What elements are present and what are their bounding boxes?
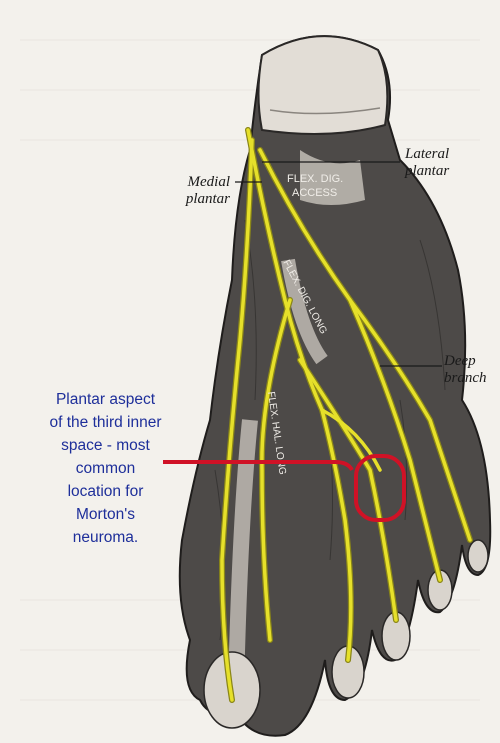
label-flex-dig-access-2: ACCESS	[292, 187, 337, 199]
callout-line: common	[75, 460, 136, 477]
plantar-nerves	[218, 127, 473, 703]
callout-line: neuroma.	[72, 529, 139, 546]
pointer-lines	[235, 161, 442, 367]
callout-line: location for	[67, 483, 144, 500]
label-deep-line2: branch	[444, 370, 487, 386]
nerve-lateral	[258, 148, 472, 542]
label-lateral-plantar: Lateral plantar	[405, 146, 449, 180]
foot-shape	[178, 35, 492, 737]
morton-neuroma-callout: Plantar aspect of the third inner space …	[18, 388, 193, 549]
callout-line: Plantar aspect	[55, 391, 156, 408]
nerve-medial	[220, 138, 254, 702]
label-deep-line1: Deep	[444, 353, 476, 369]
highlight-circle	[354, 454, 406, 522]
label-medial-plantar: Medial plantar	[160, 174, 230, 208]
callout-line: Morton's	[76, 506, 135, 523]
label-medial-line1: Medial	[187, 174, 231, 190]
callout-line: space - most	[61, 437, 150, 454]
label-medial-line2: plantar	[185, 191, 230, 207]
callout-line: of the third inner	[49, 414, 162, 431]
label-flex-dig-access-1: FLEX. DIG.	[287, 173, 343, 185]
neuroma-highlight	[163, 454, 406, 522]
label-lateral-line2: plantar	[405, 163, 450, 179]
label-deep-branch: Deep branch	[444, 353, 487, 387]
label-lateral-line1: Lateral	[405, 146, 450, 162]
